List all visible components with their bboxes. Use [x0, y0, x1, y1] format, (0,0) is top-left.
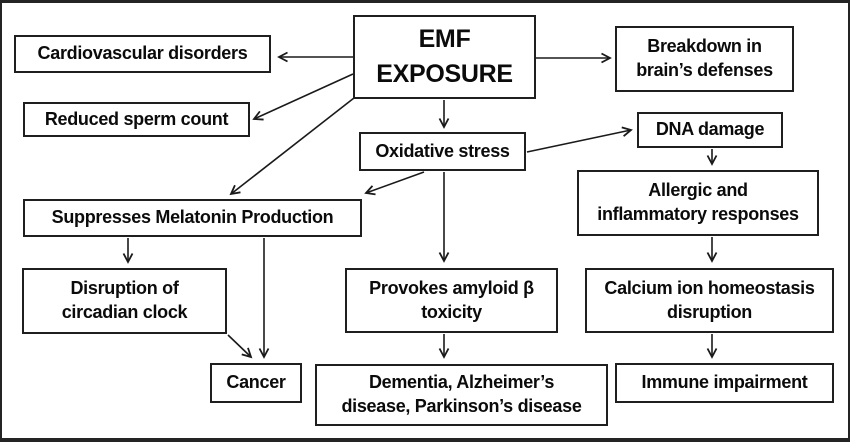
node-reduced-sperm-count: Reduced sperm count	[23, 102, 250, 137]
node-dementia-alzheimers-parkinsons: Dementia, Alzheimer’s disease, Parkinson…	[315, 364, 608, 426]
node-label-line: disease, Parkinson’s disease	[341, 396, 582, 416]
node-label-line: disruption	[667, 301, 752, 322]
node-label-line: Calcium ion homeostasis	[604, 277, 815, 298]
node-label-line: toxicity	[421, 301, 482, 322]
arrow-emf-to-reduced_sperm	[252, 73, 354, 121]
node-emf-exposure: EMF EXPOSURE	[353, 15, 536, 99]
node-disruption-of-circadian-clock: Disruption of circadian clock	[22, 268, 227, 334]
node-cancer: Cancer	[210, 363, 302, 403]
node-suppresses-melatonin-production: Suppresses Melatonin Production	[23, 199, 362, 237]
node-immune-impairment: Immune impairment	[615, 363, 834, 403]
node-dna-damage: DNA damage	[637, 112, 783, 148]
node-label-line: Breakdown in	[647, 36, 762, 57]
node-allergic-and-inflammatory-responses: Allergic and inflammatory responses	[577, 170, 819, 236]
node-label-line: inflammatory responses	[597, 204, 799, 224]
arrow-emf-to-suppresses	[229, 97, 355, 196]
node-label-line: EMF	[418, 24, 471, 53]
node-calcium-ion-homeostasis-disruption: Calcium ion homeostasis disruption	[585, 268, 834, 333]
node-provokes-amyloid-beta-toxicity: Provokes amyloid β toxicity	[345, 268, 558, 333]
node-breakdown-in-brains-defenses: Breakdown in brain’s defenses	[615, 26, 794, 92]
node-label-line: Dementia, Alzheimer’s	[368, 372, 555, 393]
node-cardiovascular-disorders: Cardiovascular disorders	[14, 35, 271, 73]
node-label-line: Disruption of	[70, 278, 179, 299]
arrow-oxidative-to-suppresses	[364, 171, 425, 196]
node-label-line: Allergic and	[648, 180, 748, 201]
node-label-line: Provokes amyloid β	[369, 277, 534, 298]
node-oxidative-stress: Oxidative stress	[359, 132, 526, 171]
arrow-disruption-to-cancer	[227, 334, 253, 359]
arrow-oxidative-to-dna	[526, 126, 633, 153]
node-label-line: brain’s defenses	[636, 60, 773, 80]
node-label-line: EXPOSURE	[376, 60, 513, 88]
node-label-line: circadian clock	[61, 302, 188, 322]
